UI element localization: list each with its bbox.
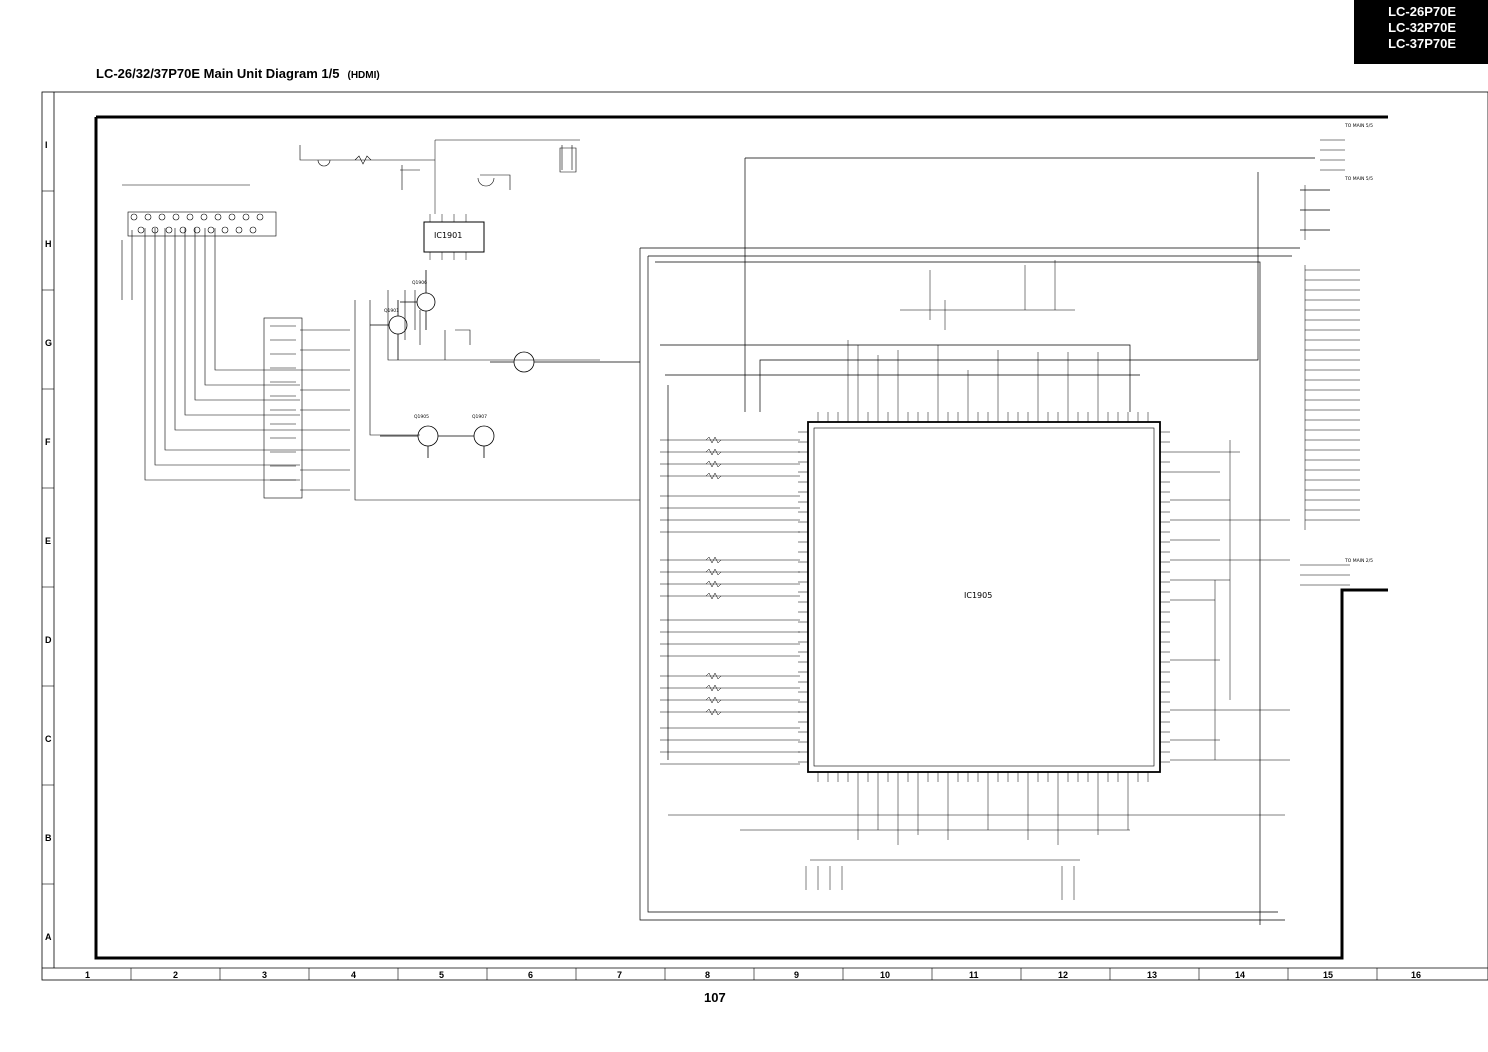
- col-label-4: 4: [351, 970, 356, 980]
- hdmi-connector: [127, 211, 277, 237]
- page-title-text: LC-26/32/37P70E Main Unit Diagram 1/5: [96, 66, 340, 81]
- bottom-pin-wiring: [668, 782, 1285, 900]
- row-label-g: G: [45, 338, 52, 348]
- model-2: LC-32P70E: [1388, 20, 1456, 35]
- ic1901-label: IC1901: [434, 231, 462, 240]
- left-resistor-arrays: [660, 436, 800, 765]
- transistor-q1907: Q1907: [438, 414, 495, 458]
- ic1905-chip: IC1905: [798, 412, 1170, 782]
- col-label-12: 12: [1058, 970, 1068, 980]
- col-label-11: 11: [969, 970, 979, 980]
- grid-frame: [41, 91, 1488, 981]
- col-label-2: 2: [173, 970, 178, 980]
- transistor-q1901: Q1901: [370, 300, 408, 360]
- top-pin-wiring: [847, 260, 1099, 412]
- row-label-f: F: [45, 437, 51, 447]
- left-signal-lines: [121, 184, 640, 501]
- row-label-a: A: [45, 932, 52, 942]
- page-title: LC-26/32/37P70E Main Unit Diagram 1/5 (HD…: [96, 66, 380, 81]
- col-label-13: 13: [1147, 970, 1157, 980]
- col-label-14: 14: [1235, 970, 1245, 980]
- col-label-15: 15: [1323, 970, 1333, 980]
- col-label-8: 8: [705, 970, 710, 980]
- ic1901-chip: IC1901: [423, 139, 580, 260]
- col-label-6: 6: [528, 970, 533, 980]
- to-main-low-label: TO MAIN 2/5: [1344, 558, 1373, 564]
- row-label-d: D: [45, 635, 52, 645]
- col-label-9: 9: [794, 970, 799, 980]
- col-label-7: 7: [617, 970, 622, 980]
- q1901-label: Q1901: [384, 308, 399, 314]
- model-1: LC-26P70E: [1388, 4, 1456, 19]
- top-misc-wiring: [299, 145, 577, 360]
- row-dividers: [42, 190, 54, 885]
- col-label-5: 5: [439, 970, 444, 980]
- col-label-16: 16: [1411, 970, 1421, 980]
- page-subtitle: (HDMI): [347, 70, 380, 81]
- row-label-b: B: [45, 833, 52, 843]
- right-pin-wiring: [1170, 440, 1290, 761]
- to-main-mid-label: TO MAIN 5/5: [1344, 176, 1373, 182]
- q1905-label: Q1905: [414, 414, 429, 420]
- ic1905-label: IC1905: [964, 591, 992, 600]
- q1906-label: Q1906: [412, 280, 427, 286]
- col-label-1: 1: [85, 970, 90, 980]
- to-main-top-label: TO MAIN 5/5: [1344, 123, 1373, 129]
- row-label-c: C: [45, 734, 52, 744]
- row-label-i: I: [45, 140, 48, 150]
- col-label-3: 3: [262, 970, 267, 980]
- row-label-h: H: [45, 239, 52, 249]
- model-box: LC-26P70E LC-32P70E LC-37P70E: [1354, 0, 1488, 64]
- right-connector-lines: [1300, 139, 1360, 586]
- model-3: LC-37P70E: [1388, 36, 1456, 51]
- transistor-mid: [490, 351, 640, 373]
- transistor-q1906: Q1906: [400, 270, 436, 330]
- q1907-label: Q1907: [472, 414, 487, 420]
- column-dividers: [130, 968, 1378, 980]
- left-connector-block: [263, 317, 303, 499]
- board-outline: [94, 115, 1388, 960]
- transistor-q1905: Q1905: [380, 414, 439, 458]
- page-number: 107: [704, 990, 726, 1005]
- inner-bus-lines: [639, 157, 1330, 925]
- row-label-e: E: [45, 536, 51, 546]
- col-label-10: 10: [880, 970, 890, 980]
